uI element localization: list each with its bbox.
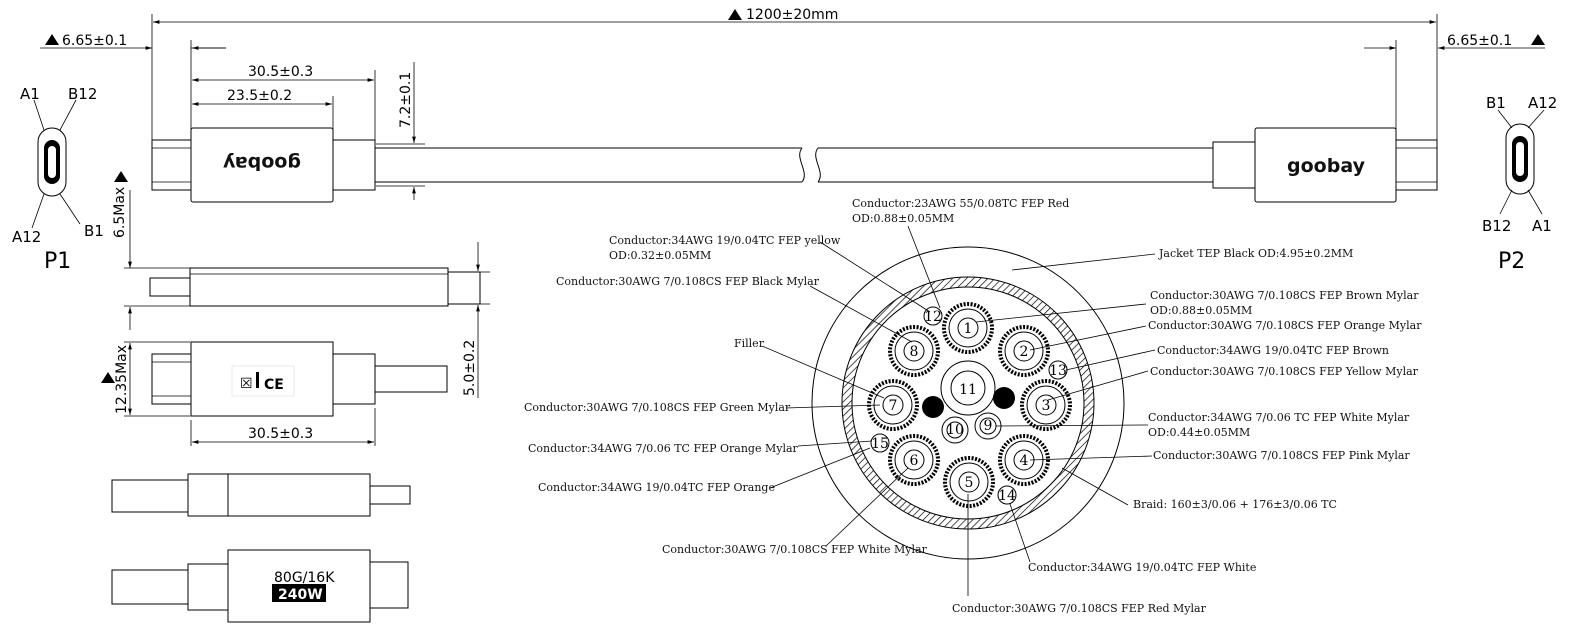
conductor-12: 12: [923, 306, 943, 326]
top-height-label: 12.35Max: [114, 345, 130, 414]
tip-right-label: 6.65±0.1: [1447, 33, 1512, 49]
overmold-dimensions: 30.5±0.3 23.5±0.2: [190, 40, 376, 140]
svg-text:5: 5: [965, 475, 974, 491]
label-conductor-4: Conductor:30AWG 7/0.108CS FEP Pink Mylar: [1153, 449, 1410, 462]
label-conductor-1-od: OD:0.88±0.05MM: [852, 212, 954, 225]
ce-mark: CE: [264, 377, 284, 393]
svg-text:8: 8: [910, 344, 919, 360]
label-conductor-9-od: OD:0.44±0.05MM: [1148, 426, 1250, 439]
connector-bottom-view-2: 80G/16K 240W: [111, 549, 409, 623]
cable-top-view: goobay goobay: [151, 127, 1438, 203]
svg-text:11: 11: [959, 382, 977, 398]
label-jacket: Jacket TEP Black OD:4.95±0.2MM: [1158, 247, 1353, 260]
label-conductor-8: Conductor:30AWG 7/0.108CS FEP Black Myla…: [556, 275, 820, 288]
filler-11: 11: [940, 360, 996, 416]
cross-section-labels: Conductor:23AWG 55/0.08TC FEP Red OD:0.8…: [524, 197, 1422, 615]
svg-text:9: 9: [984, 418, 993, 434]
leader-lines: [761, 225, 1156, 596]
conductor-13: 13: [1048, 360, 1068, 380]
tip-left-dimension: 6.65±0.1: [40, 33, 226, 50]
svg-text:15: 15: [871, 436, 889, 452]
filler-black-right: [993, 387, 1015, 409]
label-conductor-2: Conductor:30AWG 7/0.108CS FEP Brown Myla…: [1150, 289, 1419, 302]
conductor-15: 15: [870, 433, 890, 453]
p1-pin-b12: B12: [68, 85, 97, 103]
label-conductor-9: Conductor:34AWG 7/0.06 TC FEP White Myla…: [1148, 411, 1410, 424]
label-conductor-6: Conductor:30AWG 7/0.108CS FEP White Myla…: [662, 543, 928, 556]
p1-pin-a1: A1: [20, 85, 40, 103]
goobay-logo-left: goobay: [222, 152, 301, 174]
total-length-label: 1200±20mm: [746, 7, 838, 23]
label-conductor-12: Conductor:34AWG 19/0.04TC FEP yellow: [609, 234, 841, 247]
label-braid: Braid: 160±3/0.06 + 176±3/0.06 TC: [1133, 498, 1337, 511]
label-conductor-5: Conductor:30AWG 7/0.108CS FEP Red Mylar: [952, 602, 1207, 615]
p1-label: P1: [44, 249, 71, 274]
label-conductor-10: Conductor:34AWG 7/0.06 TC FEP Orange Myl…: [528, 442, 799, 455]
conductor-14: 14: [997, 485, 1017, 505]
p2-pin-a12: A12: [1528, 94, 1557, 112]
connector-label-view: 12.35Max ☒ CE 30.5±0.3: [101, 341, 448, 446]
svg-text:6: 6: [910, 453, 919, 469]
conductor-6: 6: [888, 434, 940, 486]
p2-pin-a1: A1: [1532, 217, 1552, 235]
p2-pin-b1: B1: [1486, 94, 1506, 112]
conductor-5: 5: [943, 456, 995, 508]
conductor-10: 10: [941, 416, 969, 444]
label-orange-mylar: Conductor:30AWG 7/0.108CS FEP Orange Myl…: [1148, 319, 1422, 332]
top-length-label: 30.5±0.3: [248, 426, 313, 442]
label-conductor-1: Conductor:23AWG 55/0.08TC FEP Red: [852, 197, 1069, 210]
conductor-1: 1: [942, 302, 994, 354]
conductor-2: 2: [998, 325, 1050, 377]
svg-text:7: 7: [889, 398, 898, 414]
conductor-3: 3: [1020, 379, 1072, 431]
conductor-4: 4: [998, 434, 1050, 486]
svg-text:10: 10: [946, 422, 964, 438]
rating-bottom: 240W: [278, 587, 323, 603]
overmold-inner-label: 23.5±0.2: [227, 88, 292, 104]
label-conductor-2-od: OD:0.88±0.05MM: [1150, 304, 1252, 317]
svg-text:2: 2: [1020, 344, 1029, 360]
label-conductor-14: Conductor:34AWG 19/0.04TC FEP White: [1028, 561, 1256, 574]
label-conductor-13: Conductor:34AWG 19/0.04TC FEP Brown: [1157, 344, 1389, 357]
svg-text:14: 14: [998, 488, 1016, 504]
p2-pin-b12: B12: [1482, 217, 1511, 235]
port-p2: B1 A12 B12 A1 P2: [1482, 94, 1557, 274]
svg-text:13: 13: [1049, 363, 1067, 379]
label-conductor-7: Conductor:30AWG 7/0.108CS FEP Green Myla…: [524, 401, 791, 414]
cable-cross-section: 1 2 3 4 5 6: [811, 246, 1125, 560]
side-height-label: 6.5Max: [112, 187, 128, 238]
conductor-8: 8: [888, 325, 940, 377]
ce-bar: [256, 372, 259, 388]
goobay-logo-right: goobay: [1287, 155, 1366, 177]
connector-side-view: 6.5Max 5.0±0.2: [112, 171, 490, 398]
svg-text:1: 1: [964, 321, 973, 337]
p1-pin-a12: A12: [12, 228, 41, 246]
svg-text:12: 12: [924, 309, 942, 325]
side-width-label: 5.0±0.2: [462, 340, 478, 396]
p1-pin-b1: B1: [84, 222, 104, 240]
port-p1: A1 B12 A12 B1 P1: [12, 85, 104, 274]
tip-left-label: 6.65±0.1: [62, 33, 127, 49]
cable-od-dimension: 7.2±0.1: [376, 62, 425, 200]
label-filler: Filler: [734, 337, 765, 350]
label-conductor-3: Conductor:30AWG 7/0.108CS FEP Yellow Myl…: [1150, 365, 1419, 378]
label-conductor-15: Conductor:34AWG 19/0.04TC FEP Orange: [538, 481, 775, 494]
p2-label: P2: [1498, 249, 1525, 274]
label-conductor-12-od: OD:0.32±0.05MM: [609, 249, 711, 262]
svg-text:3: 3: [1042, 398, 1051, 414]
key-dimension-marker: [728, 9, 742, 20]
connector-bottom-view-1: [111, 473, 411, 517]
total-length-dimension: 1200±20mm: [151, 7, 1438, 140]
rating-top: 80G/16K: [274, 570, 335, 586]
svg-text:4: 4: [1020, 453, 1029, 469]
overmold-length-label: 30.5±0.3: [248, 64, 313, 80]
filler-black-left: [922, 396, 944, 418]
tip-right-dimension: 6.65±0.1: [1364, 33, 1545, 140]
weee-icon: ☒: [240, 376, 253, 392]
cable-od-label: 7.2±0.1: [398, 72, 414, 128]
